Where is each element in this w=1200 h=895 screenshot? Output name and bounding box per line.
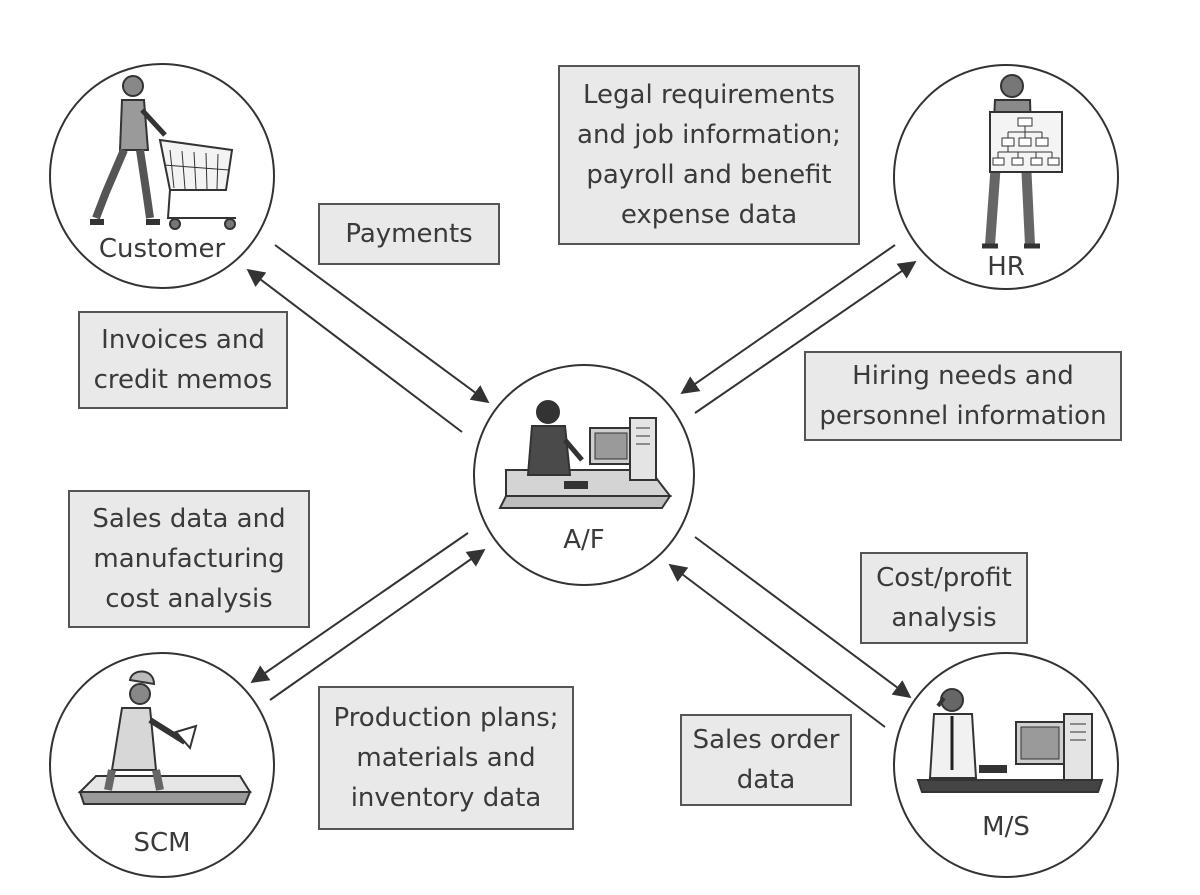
ms-phone-worker-icon [916, 688, 1104, 793]
arrow-hr-to-af [680, 244, 896, 395]
hr-label: HR [987, 252, 1025, 282]
flow-label-line: materials and [356, 743, 536, 773]
flow-label-line: expense data [620, 200, 798, 230]
flow-label-line: Hiring needs and [852, 361, 1074, 391]
flow-label-line: Cost/profit [876, 563, 1012, 593]
flow-label-line: analysis [891, 603, 997, 633]
flow-label-line: Legal requirements [583, 80, 835, 110]
arrow-af-to-hr [694, 260, 917, 414]
flow-label-line: Production plans; [333, 703, 559, 733]
flow-label-line: credit memos [93, 365, 273, 395]
flow-label-line: Sales order [692, 725, 840, 755]
flow-label-sales-order: Sales order data [680, 714, 852, 806]
arrow-scm-to-af [269, 548, 486, 701]
flow-label-line: cost analysis [105, 584, 273, 614]
scm-worker-icon [77, 670, 252, 805]
customer-shopper-icon [90, 75, 236, 230]
flow-label-line: Invoices and [101, 325, 265, 355]
arrow-ms-to-af [668, 563, 886, 728]
flow-label-line: and job information; [577, 120, 841, 150]
flow-label-sales-mfg: Sales data and manufacturing cost analys… [68, 490, 310, 628]
arrow-af-to-scm [250, 532, 469, 684]
flow-label-line: inventory data [350, 783, 542, 813]
flow-label-hiring: Hiring needs and personnel information [804, 351, 1122, 441]
arrow-customer-to-af [274, 244, 490, 404]
flow-label-line: data [736, 765, 796, 795]
flow-label-cost-profit: Cost/profit analysis [860, 552, 1028, 644]
customer-label: Customer [98, 234, 226, 264]
ms-label: M/S [982, 812, 1030, 842]
flow-label-invoices: Invoices and credit memos [78, 311, 288, 409]
flow-label-line: personnel information [819, 401, 1107, 431]
af-office-worker-icon [498, 400, 673, 509]
af-label: A/F [563, 525, 605, 555]
customer-node [49, 63, 275, 289]
scm-node [49, 652, 275, 878]
arrow-af-to-ms [694, 536, 912, 699]
flow-label-line: manufacturing [93, 544, 285, 574]
flow-label-line: payroll and benefit [586, 160, 832, 190]
hr-orgchart-icon [982, 74, 1063, 249]
flow-label-payments: Payments [318, 203, 500, 265]
arrow-af-to-customer [246, 268, 463, 433]
scm-label: SCM [133, 828, 191, 858]
flow-label-production: Production plans; materials and inventor… [318, 686, 574, 830]
flow-label-legal: Legal requirements and job information; … [558, 65, 860, 245]
flow-label-line: Sales data and [92, 504, 286, 534]
flow-label-line: Payments [345, 219, 473, 249]
